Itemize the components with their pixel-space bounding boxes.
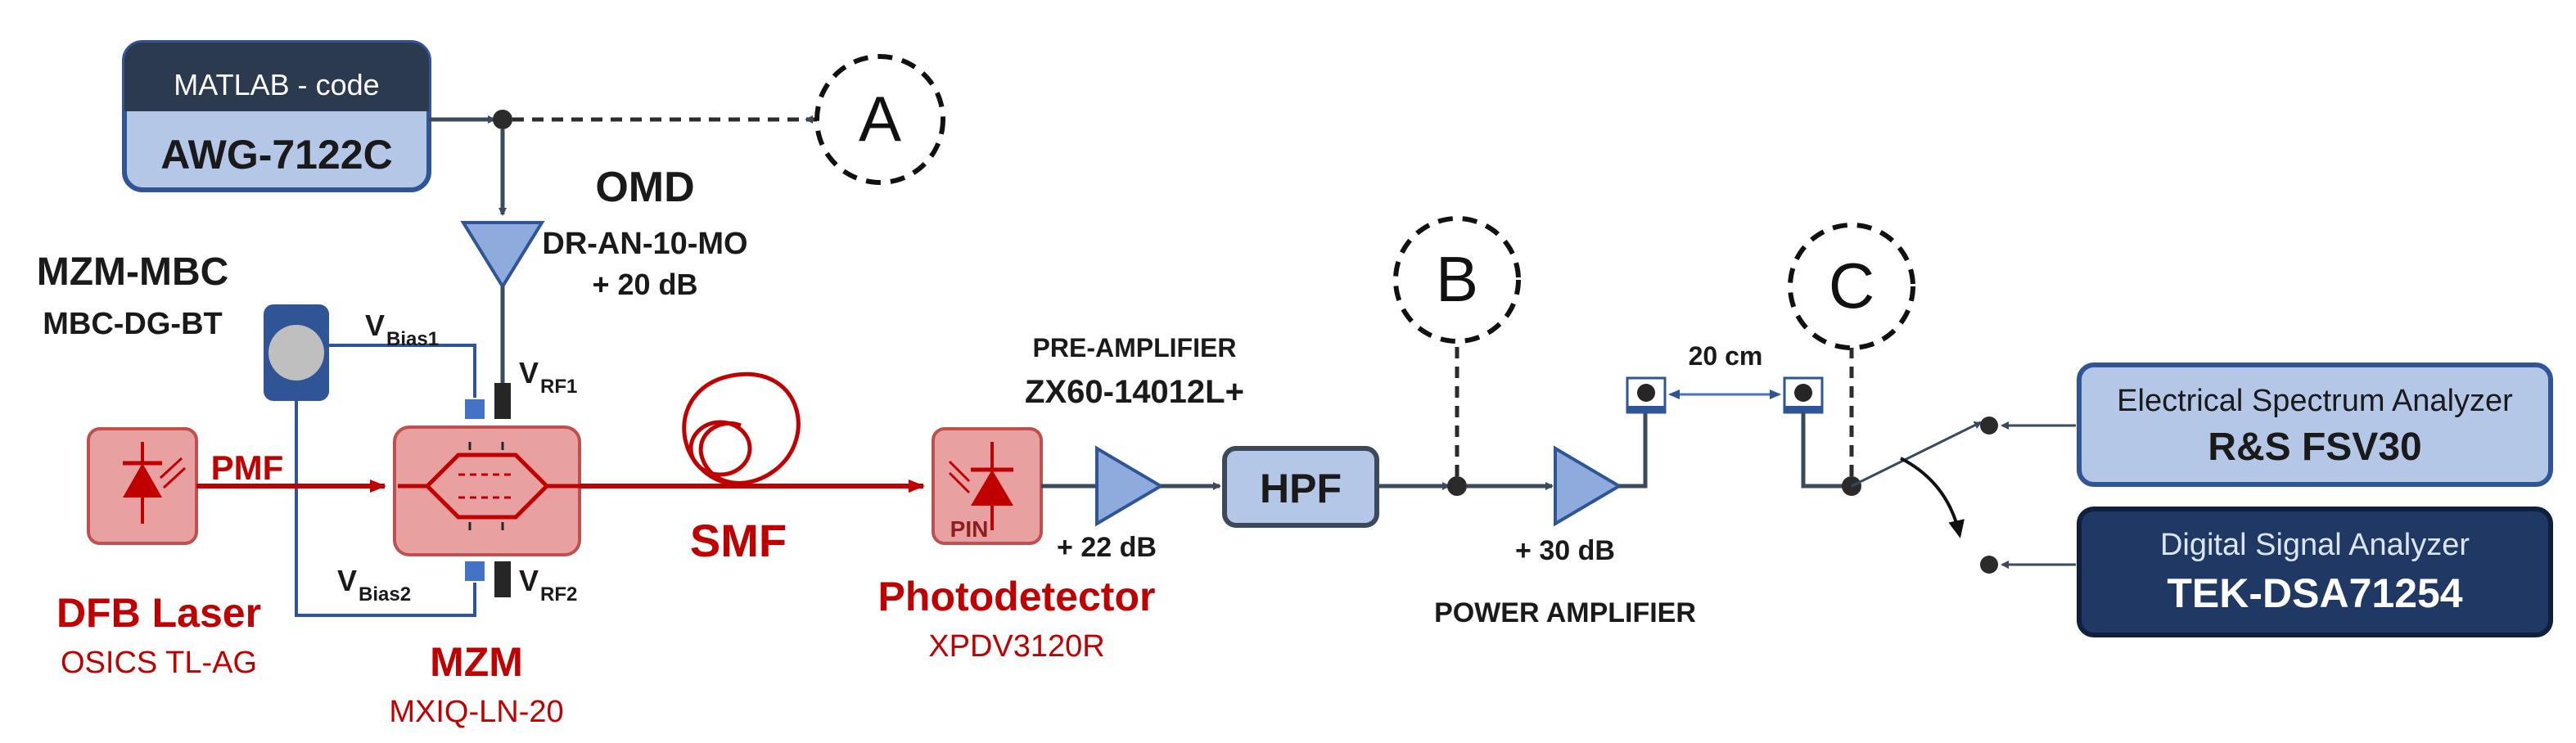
bias1-pad — [465, 399, 485, 419]
mzm-icon — [393, 426, 581, 556]
probe-point-c: C — [1788, 223, 1915, 350]
bias2-symbol: V — [337, 564, 357, 597]
switch-contact-esa — [1980, 417, 1998, 435]
poweramp-title: POWER AMPLIFIER — [1434, 597, 1696, 628]
hpf-box: HPF — [1222, 446, 1379, 528]
laser-label: DFB Laser — [56, 590, 261, 636]
rf2-pad — [494, 561, 511, 597]
rf1-pad — [494, 383, 511, 419]
bias1-subscript: Bias1 — [386, 328, 439, 350]
preamp-icon — [1095, 445, 1164, 527]
dsa-box: Digital Signal Analyzer TEK-DSA71254 — [2077, 507, 2553, 637]
omd-title: OMD — [595, 164, 694, 211]
awg-header: MATLAB - code — [174, 68, 379, 101]
bias1-line — [329, 344, 476, 398]
switch-contact-dsa — [1980, 556, 1998, 574]
mbc-title: MZM-MBC — [37, 250, 229, 294]
pmf-label: PMF — [211, 448, 284, 487]
photodetector-icon: PIN — [932, 427, 1043, 545]
dsa-title: Digital Signal Analyzer — [2160, 528, 2470, 562]
omd-model: DR-AN-10-MO — [542, 227, 747, 261]
dsa-model: TEK-DSA71254 — [2167, 570, 2462, 616]
hpf-label: HPF — [1260, 466, 1342, 511]
awg-junction-dot — [493, 110, 512, 129]
awg-model: AWG-7122C — [160, 132, 392, 178]
rf2-symbol: V — [519, 564, 539, 597]
mbc-model: MBC-DG-BT — [43, 307, 223, 341]
switch-arm — [1851, 421, 1983, 488]
connector-left-icon — [1626, 376, 1667, 414]
probe-c-label: C — [1829, 250, 1874, 322]
probe-point-a: A — [814, 54, 945, 185]
bias2-line — [295, 401, 476, 617]
pin-label: PIN — [950, 516, 989, 542]
omd-amplifier-icon — [460, 221, 545, 290]
probe-point-b: B — [1393, 216, 1521, 344]
esa-model: R&S FSV30 — [2208, 426, 2421, 469]
mzm-model: MXIQ-LN-20 — [389, 695, 563, 729]
probe-a-label: A — [859, 83, 901, 155]
connector-output-line — [1801, 412, 1843, 489]
rf2-subscript: RF2 — [540, 583, 577, 606]
omd-gain: + 20 dB — [592, 268, 697, 301]
bias1-symbol: V — [365, 308, 385, 342]
bias2-subscript: Bias2 — [359, 583, 411, 606]
smf-label: SMF — [690, 515, 787, 566]
preamp-gain: + 22 dB — [1057, 532, 1157, 563]
switch-toggle-arrow — [1900, 457, 1965, 538]
bias2-pad — [465, 561, 485, 581]
photodetector-label: Photodetector — [878, 574, 1156, 619]
cable-length-label: 20 cm — [1689, 341, 1763, 371]
poweramp-icon — [1554, 445, 1622, 527]
connector-right-icon — [1783, 376, 1824, 414]
esa-title: Electrical Spectrum Analyzer — [2117, 384, 2513, 418]
esa-box: Electrical Spectrum Analyzer R&S FSV30 — [2077, 362, 2553, 487]
preamp-model: ZX60-14012L+ — [1025, 374, 1244, 410]
laser-model: OSICS TL-AG — [61, 646, 257, 680]
poweramp-gain: + 30 dB — [1515, 535, 1615, 566]
probe-b-junction-dot — [1447, 476, 1467, 496]
photodetector-model: XPDV3120R — [928, 629, 1104, 664]
mzm-label: MZM — [430, 639, 523, 685]
rf1-symbol: V — [519, 356, 539, 390]
poweramp-output-line — [1619, 412, 1648, 489]
fiber-spool-icon — [682, 372, 801, 487]
awg-box: MATLAB - code AWG-7122C — [122, 40, 431, 192]
mbc-controller-icon — [264, 304, 329, 401]
rf1-subscript: RF1 — [540, 376, 577, 398]
laser-icon — [87, 427, 198, 545]
probe-b-label: B — [1436, 243, 1478, 315]
preamp-title: PRE-AMPLIFIER — [1033, 333, 1237, 362]
